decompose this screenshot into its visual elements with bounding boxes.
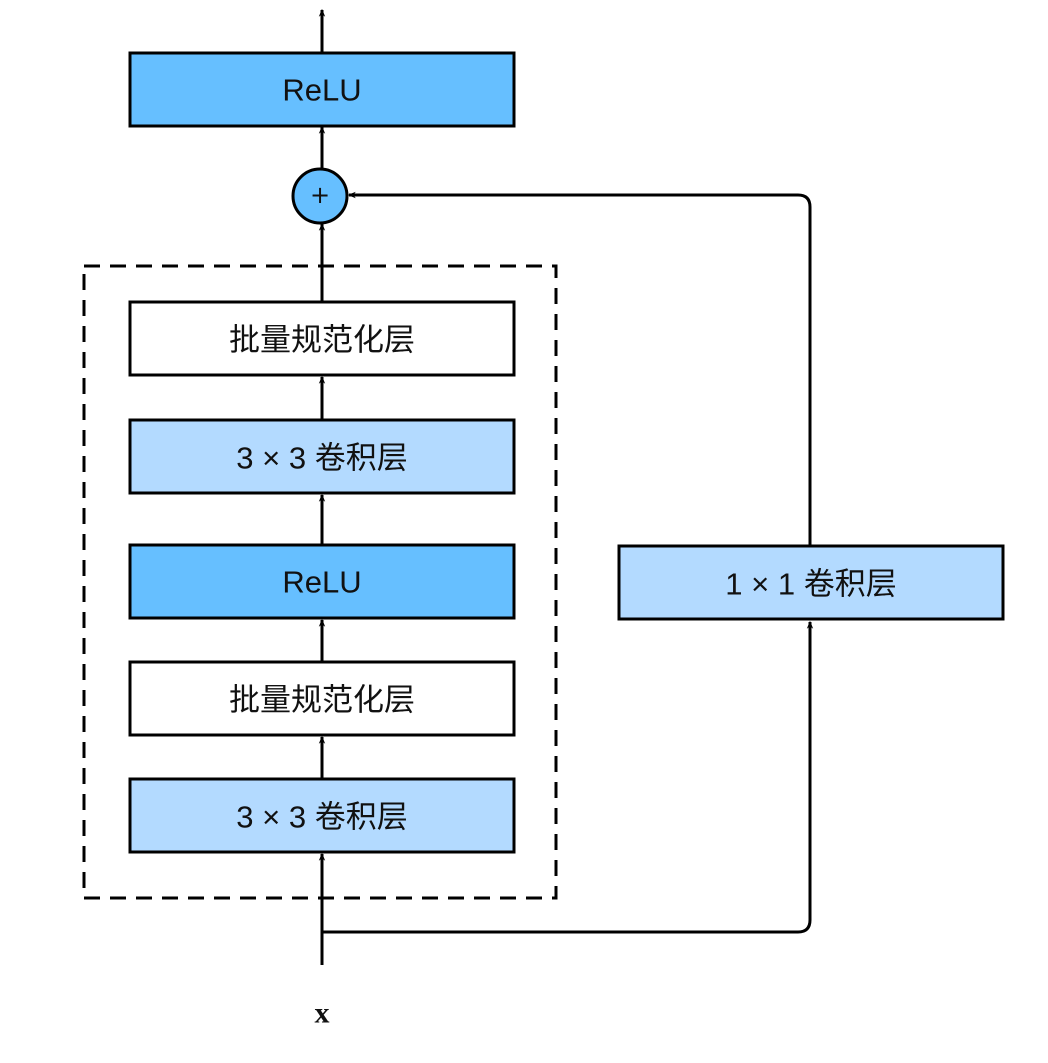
conv-upper-box [128, 418, 516, 495]
input-label: x [315, 997, 330, 1030]
mid-relu-label: ReLU [282, 565, 361, 600]
mid-relu-block: ReLU [128, 543, 516, 620]
top-relu-block: ReLU [128, 51, 516, 128]
bn-lower-block: 批量规范化层 [128, 660, 516, 737]
shortcut-output-path [347, 191, 812, 546]
shortcut-conv-label: 1 × 1 卷积层 [725, 567, 896, 602]
shortcut-input-path [322, 620, 814, 934]
conv-lower-label: 3 × 3 卷积层 [236, 800, 407, 835]
mid-relu-box [128, 543, 516, 620]
conv-upper-block: 3 × 3 卷积层 [128, 418, 516, 495]
top-relu-label: ReLU [282, 73, 361, 108]
conv-lower-block: 3 × 3 卷积层 [128, 777, 516, 854]
bn-lower-box [128, 660, 516, 737]
conv-lower-box [128, 777, 516, 854]
shortcut-conv-block: 1 × 1 卷积层 [617, 544, 1005, 621]
residual-branch-dashed-border [82, 264, 558, 900]
add-node: + [291, 167, 349, 225]
bn-upper-label: 批量规范化层 [229, 323, 415, 358]
top-relu-box [128, 51, 516, 128]
bn-upper-box [128, 300, 516, 377]
conv-upper-label: 3 × 3 卷积层 [236, 441, 407, 476]
plus-icon: + [310, 181, 330, 209]
bn-lower-label: 批量规范化层 [229, 683, 415, 718]
shortcut-conv-box [617, 544, 1005, 621]
bn-upper-block: 批量规范化层 [128, 300, 516, 377]
